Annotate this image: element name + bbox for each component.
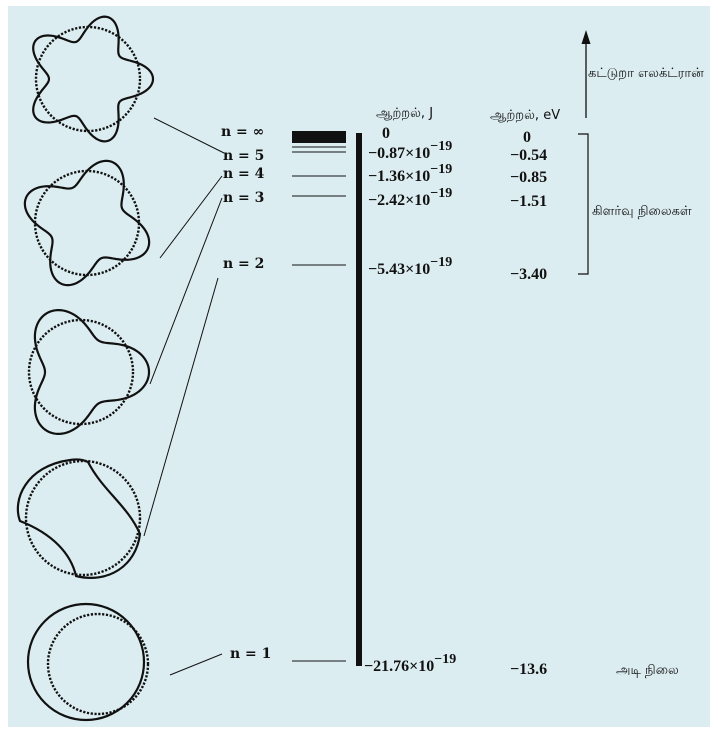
free-electron-label: கட்டுறா எலக்ட்ரான் — [588, 66, 704, 81]
orbit-n5-circle — [34, 25, 142, 133]
orbit-n4-wave — [23, 159, 151, 287]
continuum-block — [292, 131, 346, 143]
level-label-n1: n = 1 — [230, 646, 271, 662]
energy-ev-n2: −3.40 — [510, 266, 547, 283]
level-label-n5: n = 5 — [223, 148, 264, 164]
energy-ev-n4: −0.85 — [510, 169, 547, 186]
connector-n2 — [143, 277, 219, 537]
energy-j-n5-mantissa: −0.87×10 — [368, 145, 430, 162]
energy-j-n4-exponent: −19 — [430, 162, 452, 177]
level-label-n-inf: n = ∞ — [221, 124, 264, 140]
header-energy-ev: ஆற்றல், eV — [490, 108, 560, 123]
energy-ev-n1: −13.6 — [510, 661, 547, 678]
energy-j-n2-exponent: −19 — [430, 255, 452, 270]
orbit-n2-wave — [16, 458, 142, 579]
orbit-n1-circle — [46, 612, 150, 716]
diagram-panel: ஆற்றல், J ஆற்றல், eV கட்டுறா எலக்ட்ரான் … — [8, 6, 710, 727]
connector-n3 — [149, 197, 223, 385]
energy-j-n3-mantissa: −2.42×10 — [368, 192, 430, 209]
orbit-n3 — [27, 309, 151, 435]
energy-j-n5-exponent: −19 — [430, 139, 452, 154]
level-label-n2: n = 2 — [223, 256, 264, 272]
energy-ev-n-inf: 0 — [523, 129, 531, 146]
orbit-n1-wave — [26, 602, 146, 722]
energy-j-n2: −5.43×10−19 — [368, 255, 452, 278]
level-label-n4: n = 4 — [223, 166, 265, 182]
level-label-n3: n = 3 — [223, 190, 264, 206]
free-electron-arrow-head — [581, 30, 591, 44]
connector-n5 — [153, 117, 225, 154]
orbit-n5-wave — [32, 15, 155, 143]
energy-j-n5: −0.87×10−19 — [368, 139, 452, 162]
energy-ev-n3: −1.51 — [510, 193, 547, 210]
header-energy-joule: ஆற்றல், J — [376, 106, 433, 121]
orbit-n4 — [23, 159, 151, 287]
energy-j-n4: −1.36×10−19 — [368, 162, 452, 185]
excited-states-label: கிளர்வு நிலைகள் — [592, 204, 692, 219]
energy-j-n1-exponent: −19 — [434, 652, 456, 667]
connector-n4 — [159, 175, 223, 259]
orbit-n3-wave — [33, 309, 151, 435]
energy-ev-n5: −0.54 — [510, 147, 547, 164]
orbit-n5 — [32, 15, 155, 143]
energy-j-n3: −2.42×10−19 — [368, 186, 452, 209]
ground-state-label: அடி நிலை — [616, 663, 679, 678]
energy-j-n3-exponent: −19 — [430, 186, 452, 201]
energy-j-n2-mantissa: −5.43×10 — [368, 261, 430, 278]
energy-j-n1-mantissa: −21.76×10 — [364, 658, 434, 675]
orbit-n2-circle — [24, 459, 142, 577]
orbit-n1 — [26, 602, 150, 722]
energy-j-n1: −21.76×10−19 — [364, 652, 456, 675]
orbit-n2 — [16, 458, 142, 579]
energy-axis-bar — [356, 133, 362, 666]
connector-n1 — [169, 653, 223, 676]
excited-states-bracket — [578, 133, 589, 275]
energy-level-diagram: ஆற்றல், J ஆற்றல், eV கட்டுறா எலக்ட்ரான் … — [16, 15, 704, 722]
energy-j-n-inf: 0 — [382, 125, 390, 142]
energy-j-n4-mantissa: −1.36×10 — [368, 168, 430, 185]
